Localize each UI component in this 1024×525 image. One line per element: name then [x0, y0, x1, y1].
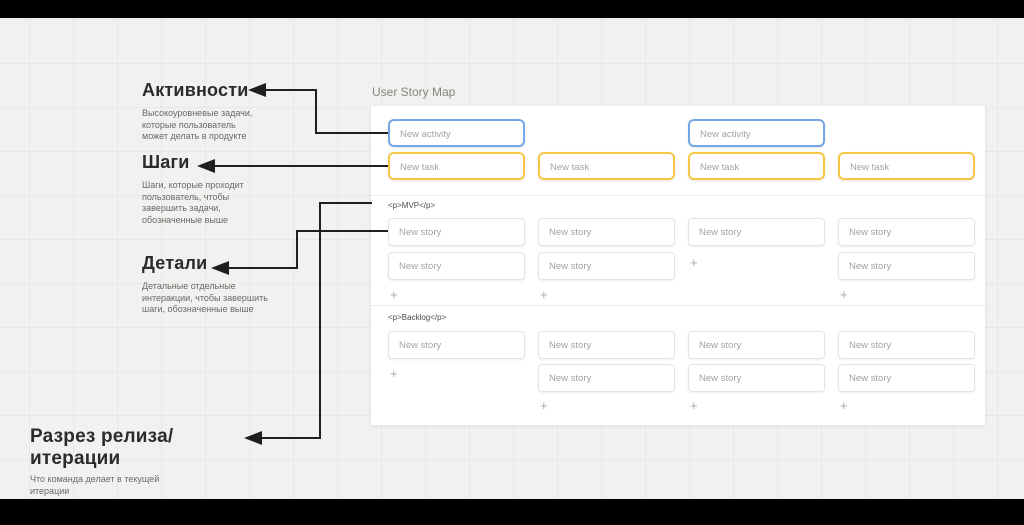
board-title: User Story Map: [372, 85, 456, 99]
story-card[interactable]: New story: [538, 218, 675, 246]
add-story-button[interactable]: +: [540, 398, 548, 413]
add-story-button[interactable]: +: [390, 287, 398, 302]
annotation-details-description: Детальные отдельные интеракции, чтобы за…: [142, 281, 268, 315]
task-card[interactable]: New task: [688, 152, 825, 180]
annotation-details-title: Детали: [142, 253, 208, 273]
add-story-button[interactable]: +: [390, 366, 398, 381]
story-card[interactable]: New story: [838, 218, 975, 246]
story-card[interactable]: New story: [688, 218, 825, 246]
annotation-steps-description: Шаги, которые проходит пользователь, что…: [142, 180, 244, 226]
story-card[interactable]: New story: [838, 331, 975, 359]
annotation-details: Детали Детальные отдельные интеракции, ч…: [142, 253, 302, 316]
section-divider: [371, 305, 985, 306]
story-card[interactable]: New story: [538, 364, 675, 392]
activity-card[interactable]: New activity: [388, 119, 525, 147]
annotation-steps-title: Шаги: [142, 152, 190, 172]
annotation-activities: Активности Высокоуровневые задачи, котор…: [142, 80, 292, 143]
add-story-button[interactable]: +: [690, 255, 698, 270]
annotation-release-description: Что команда делает в текущей итерации: [30, 474, 160, 496]
story-card[interactable]: New story: [688, 331, 825, 359]
task-card[interactable]: New task: [388, 152, 525, 180]
section-label-backlog: <p>Backlog</p>: [388, 313, 447, 322]
section-label-mvp: <p>MVP</p>: [388, 201, 436, 210]
story-card[interactable]: New story: [688, 364, 825, 392]
add-story-button[interactable]: +: [840, 287, 848, 302]
section-divider: [371, 195, 985, 196]
task-card[interactable]: New task: [538, 152, 675, 180]
annotation-release: Разрез релиза/итерации Что команда делае…: [30, 426, 260, 497]
story-card[interactable]: New story: [388, 218, 525, 246]
story-card[interactable]: New story: [838, 252, 975, 280]
story-card[interactable]: New story: [538, 252, 675, 280]
task-card[interactable]: New task: [838, 152, 975, 180]
annotation-activities-description: Высокоуровневые задачи, которые пользова…: [142, 108, 253, 142]
annotation-activities-title: Активности: [142, 80, 249, 100]
story-card[interactable]: New story: [538, 331, 675, 359]
annotation-release-title: Разрез релиза/итерации: [30, 426, 174, 469]
add-story-button[interactable]: +: [840, 398, 848, 413]
add-story-button[interactable]: +: [690, 398, 698, 413]
story-card[interactable]: New story: [388, 252, 525, 280]
story-card[interactable]: New story: [838, 364, 975, 392]
story-card[interactable]: New story: [388, 331, 525, 359]
story-map-panel: New activity New activity New task New t…: [371, 106, 985, 425]
add-story-button[interactable]: +: [540, 287, 548, 302]
activity-card[interactable]: New activity: [688, 119, 825, 147]
annotation-steps: Шаги Шаги, которые проходит пользователь…: [142, 152, 292, 227]
